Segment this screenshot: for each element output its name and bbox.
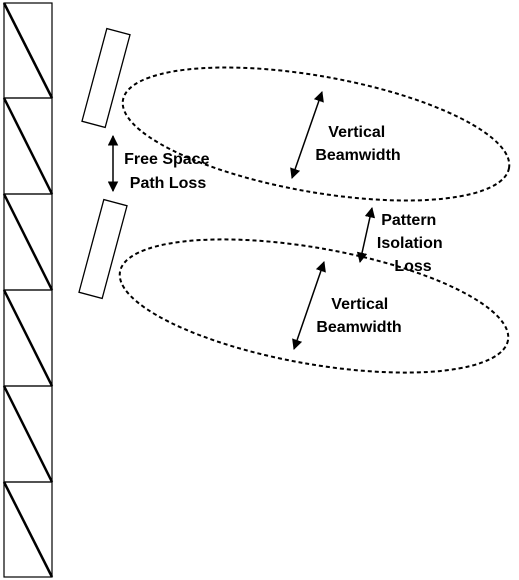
lower-beamwidth-line-1: Vertical [331, 296, 388, 313]
upper-beamwidth-line-2: Beamwidth [315, 147, 400, 164]
upper-antenna [81, 27, 131, 129]
tower-brace [2, 385, 54, 483]
pattern-isolation-label: Pattern Isolation Loss [377, 212, 447, 275]
upper-beamwidth-line-1: Vertical [328, 124, 385, 141]
lower-beam-ellipse [118, 238, 510, 374]
upper-beamwidth-arrow [290, 91, 324, 179]
lower-beamwidth-arrow [292, 261, 326, 350]
tower-brace [2, 289, 54, 387]
free-space-line-2: Path Loss [130, 175, 207, 192]
tower-section [3, 481, 53, 578]
pattern-isolation-line-1: Pattern [381, 212, 436, 229]
tower-brace [2, 2, 54, 99]
lower-beamwidth-line-2: Beamwidth [316, 319, 401, 336]
tower-brace [2, 193, 54, 291]
upper-beamwidth-label: Vertical Beamwidth [315, 124, 400, 164]
free-space-label: Free Space Path Loss [124, 151, 214, 192]
tower-brace [2, 97, 54, 195]
tower [2, 2, 54, 578]
pattern-isolation-arrow [356, 206, 376, 264]
upper-beam-ellipse [121, 66, 511, 202]
pattern-isolation-line-3: Loss [394, 258, 431, 275]
tower-brace [2, 481, 54, 578]
free-space-line-1: Free Space [124, 151, 209, 168]
pattern-isolation-line-2: Isolation [377, 235, 443, 252]
lower-beamwidth-label: Vertical Beamwidth [316, 296, 401, 336]
lower-antenna [78, 198, 128, 300]
